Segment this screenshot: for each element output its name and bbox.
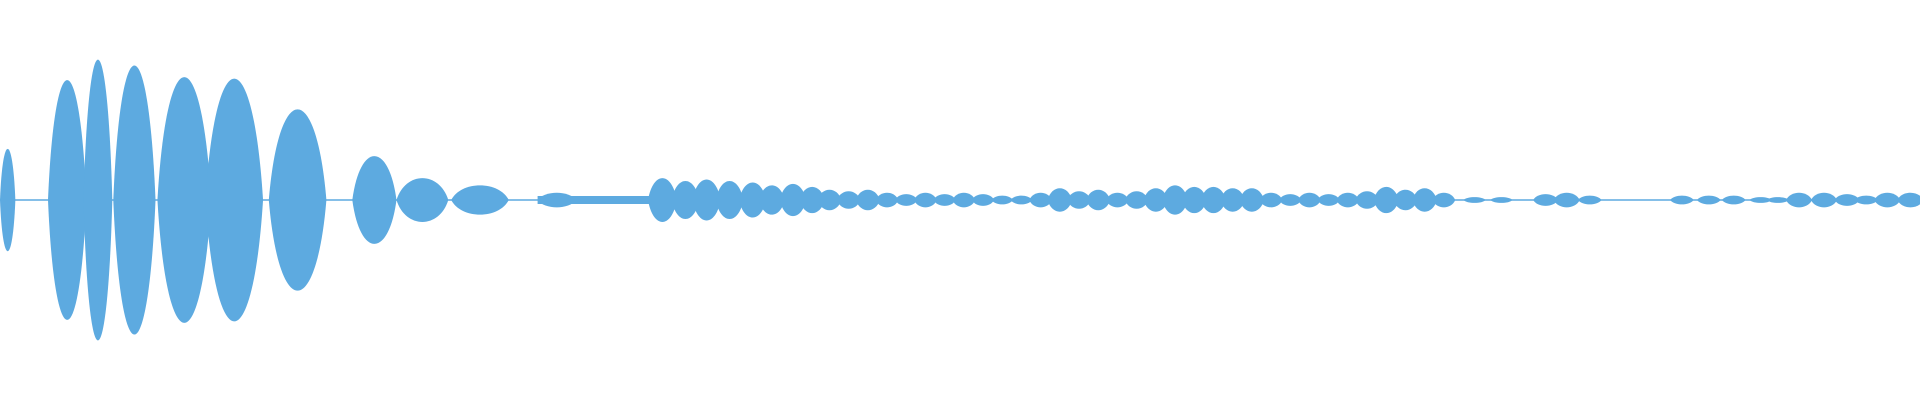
waveform-lobe <box>113 65 156 335</box>
waveform-lobe <box>1786 192 1813 208</box>
waveform-lobe <box>205 78 264 322</box>
waveform-lobe <box>1577 195 1602 205</box>
waveform-lobe <box>352 156 397 244</box>
waveform-lobe <box>971 194 995 206</box>
waveform-lobe <box>1393 189 1418 211</box>
waveform-noise <box>537 196 653 204</box>
waveform-lobe <box>1124 191 1149 209</box>
waveform-lobe <box>671 180 700 220</box>
waveform-lobe <box>268 109 327 291</box>
waveform-lobe <box>914 192 937 208</box>
waveform-lobe <box>1553 192 1580 208</box>
waveform-lobe <box>1239 188 1265 212</box>
waveform-lobe <box>1897 192 1920 208</box>
waveform-lobe <box>1533 194 1558 206</box>
waveform-lobe <box>1067 191 1091 209</box>
waveform-lobe <box>1317 194 1340 206</box>
waveform-lobe <box>779 183 807 217</box>
waveform-lobe <box>648 178 677 222</box>
waveform-lobe <box>991 195 1014 205</box>
waveform-lobe <box>1336 192 1360 208</box>
waveform-lobe <box>758 185 785 215</box>
waveform-lobe <box>836 191 861 209</box>
waveform-lobe <box>396 178 449 222</box>
waveform-lobe <box>1749 197 1772 203</box>
waveform-lobe <box>1220 188 1245 212</box>
waveform-lobe <box>157 77 212 323</box>
waveform-lobe <box>1200 186 1227 214</box>
waveform-lobe <box>875 192 899 208</box>
waveform-lobe <box>739 182 767 218</box>
waveform-lobe <box>48 80 87 320</box>
waveform-lobe <box>817 189 842 211</box>
waveform-lobe <box>1854 195 1879 205</box>
waveform-lobe <box>1834 194 1860 206</box>
waveform-lobe <box>1010 195 1033 205</box>
waveform-lobe <box>1721 195 1746 205</box>
waveform-lobe <box>1432 192 1456 208</box>
waveform-lobe <box>1490 197 1513 203</box>
waveform-lobe <box>1298 192 1321 208</box>
waveform-lobe <box>1874 192 1901 208</box>
waveform-lobe <box>1811 192 1837 208</box>
waveform-lobe <box>1412 188 1437 212</box>
waveform-lobe <box>1029 192 1053 208</box>
waveform-lobe <box>1181 186 1207 214</box>
waveform-lobe <box>952 192 976 208</box>
waveform-lobe <box>1279 194 1302 206</box>
waveform-lobe <box>1162 185 1188 215</box>
waveform-lobe <box>855 189 880 211</box>
waveform-lobe <box>451 185 509 215</box>
waveform-lobe <box>933 194 956 206</box>
waveform-lobe <box>0 148 16 252</box>
waveform-lobe <box>715 180 744 220</box>
waveform-lobe <box>1143 188 1169 212</box>
waveform-lobe <box>1670 195 1694 205</box>
waveform-lobe <box>1373 186 1399 214</box>
waveform-lobe <box>692 179 721 221</box>
waveform-lobe <box>1463 197 1486 203</box>
waveform-lobe <box>1106 192 1129 208</box>
waveform-lobe <box>1086 189 1111 211</box>
waveform-lobe <box>1047 188 1073 212</box>
waveform-lobe <box>1697 195 1721 205</box>
waveform-lobe <box>799 186 825 214</box>
waveform-lobe <box>1766 197 1790 203</box>
waveform-lobe <box>895 194 918 206</box>
waveform-lobe <box>83 59 113 341</box>
waveform-lobe <box>1259 192 1283 208</box>
waveform-lobe <box>1355 191 1379 209</box>
waveform-group <box>0 59 1920 341</box>
